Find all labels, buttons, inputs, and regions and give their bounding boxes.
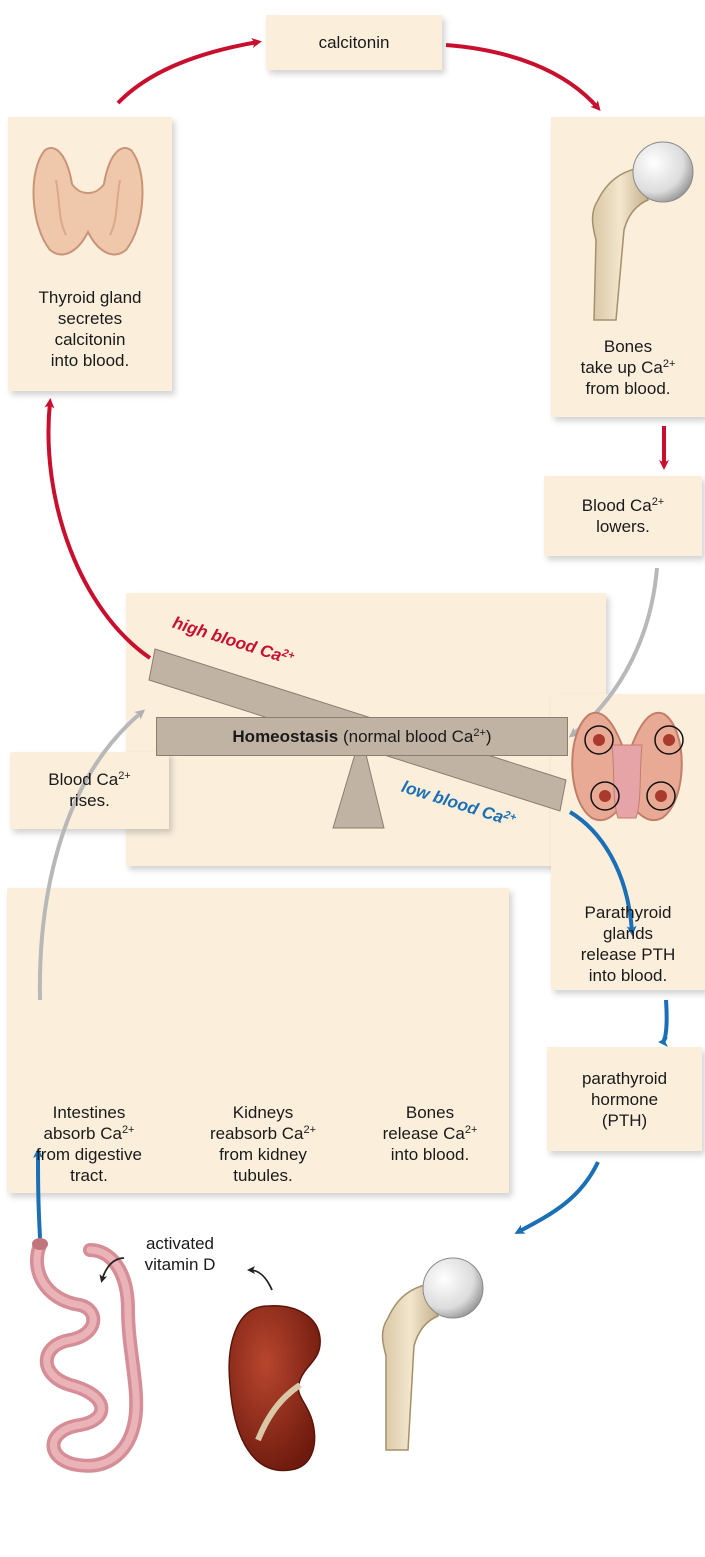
intestines-line: tract. xyxy=(14,1165,164,1186)
parathyroid-line: glands xyxy=(551,923,705,944)
vitamin-d-line: vitamin D xyxy=(120,1254,240,1275)
bones-uptake-line: take up Ca2+ xyxy=(551,357,705,378)
arrow-calcitonin-to-bones xyxy=(446,45,598,108)
pth-line: parathyroid xyxy=(547,1068,702,1089)
kidney-icon xyxy=(229,1306,320,1471)
kidneys-line: tubules. xyxy=(188,1165,338,1186)
pth-line: (PTH) xyxy=(547,1110,702,1131)
parathyroid-caption: Parathyroid glands release PTH into bloo… xyxy=(551,902,705,986)
arrow-pth-to-bottom xyxy=(518,1162,598,1232)
thyroid-caption-line: calcitonin xyxy=(8,329,172,350)
arrow-thyroid-to-calcitonin xyxy=(118,42,258,103)
bones-release-caption: Bones release Ca2+ into blood. xyxy=(355,1102,505,1165)
thyroid-gland-icon xyxy=(34,148,143,254)
kidneys-line: Kidneys xyxy=(188,1102,338,1123)
arrow-parathyroid-to-pth xyxy=(662,1000,667,1042)
thyroid-caption-line: secretes xyxy=(8,308,172,329)
bones-release-line: release Ca2+ xyxy=(355,1123,505,1144)
vitamin-d-arrow-kidney xyxy=(250,1270,272,1290)
parathyroid-line: release PTH xyxy=(551,944,705,965)
femur-bone-icon xyxy=(383,1258,484,1450)
arrow-blood-lowers-to-homeostasis xyxy=(572,568,657,735)
parathyroid-glands-icon xyxy=(572,713,683,820)
kidneys-line: reabsorb Ca2+ xyxy=(188,1123,338,1144)
thyroid-caption: Thyroid gland secretes calcitonin into b… xyxy=(8,287,172,371)
femur-bone-icon xyxy=(593,142,694,320)
parathyroid-line: into blood. xyxy=(551,965,705,986)
kidneys-line: from kidney xyxy=(188,1144,338,1165)
arrow-high-to-thyroid xyxy=(48,402,150,658)
bones-release-line: Bones xyxy=(355,1102,505,1123)
blood-rises-line: rises. xyxy=(10,790,169,811)
homeostasis-beam: Homeostasis (normal blood Ca2+) xyxy=(156,717,568,756)
arrow-blood-rises-to-homeostasis xyxy=(40,712,142,1000)
bones-uptake-line: Bones xyxy=(551,336,705,357)
parathyroid-line: Parathyroid xyxy=(551,902,705,923)
calcitonin-label: calcitonin xyxy=(266,32,442,53)
blood-rises-line: Blood Ca2+ xyxy=(10,769,169,790)
bones-release-line: into blood. xyxy=(355,1144,505,1165)
intestines-caption: Intestines absorb Ca2+ from digestive tr… xyxy=(14,1102,164,1186)
intestines-line: Intestines xyxy=(14,1102,164,1123)
intestines-line: from digestive xyxy=(14,1144,164,1165)
bones-uptake-caption: Bones take up Ca2+ from blood. xyxy=(551,336,705,399)
pth-caption: parathyroid hormone (PTH) xyxy=(547,1068,702,1131)
kidneys-caption: Kidneys reabsorb Ca2+ from kidney tubule… xyxy=(188,1102,338,1186)
blood-lowers-caption: Blood Ca2+ lowers. xyxy=(544,495,702,537)
thyroid-caption-line: into blood. xyxy=(8,350,172,371)
pth-line: hormone xyxy=(547,1089,702,1110)
thyroid-caption-line: Thyroid gland xyxy=(8,287,172,308)
bones-uptake-line: from blood. xyxy=(551,378,705,399)
blood-lowers-line: Blood Ca2+ xyxy=(544,495,702,516)
intestines-line: absorb Ca2+ xyxy=(14,1123,164,1144)
blood-rises-caption: Blood Ca2+ rises. xyxy=(10,769,169,811)
vitamin-d-line: activated xyxy=(120,1233,240,1254)
vitamin-d-label: activated vitamin D xyxy=(120,1233,240,1275)
blood-lowers-line: lowers. xyxy=(544,516,702,537)
